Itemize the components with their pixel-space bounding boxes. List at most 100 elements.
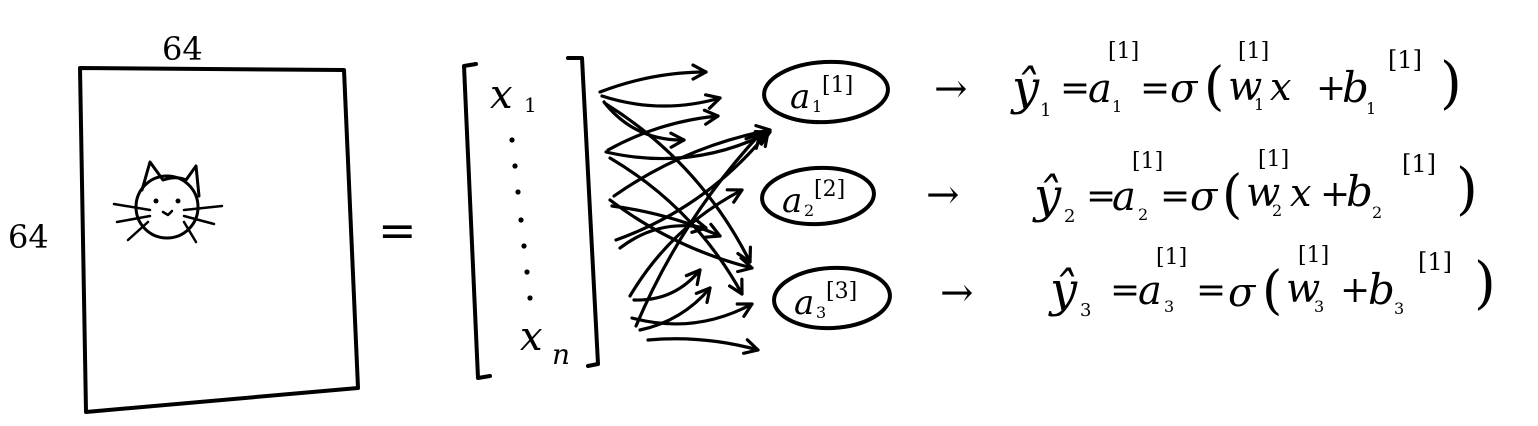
eq3-a: a: [1138, 268, 1162, 314]
eq1-w-sup: [1]: [1238, 39, 1269, 64]
arrowhead: [744, 132, 762, 150]
eq1-b-sub: 1: [1366, 99, 1376, 118]
image-height-label: 64: [8, 218, 49, 256]
arrowhead: [728, 277, 744, 296]
connection-arrow: [628, 188, 744, 298]
eq3-a-sub: 3: [1164, 297, 1174, 316]
connection-arrow: [638, 286, 712, 332]
eq2-a: a: [1112, 174, 1136, 220]
arrowhead: [735, 302, 754, 318]
eq2-y-sub: 2: [1064, 206, 1075, 227]
xn-index: n: [552, 338, 570, 371]
cat-drawing: [112, 160, 224, 244]
connection-arrow: [604, 102, 752, 264]
eq3-b-sup: [1]: [1418, 248, 1452, 276]
eq3-y-sub: 3: [1080, 300, 1091, 321]
eq3-close-paren: ): [1474, 251, 1496, 316]
neuron-1-sub: 1: [812, 97, 822, 116]
eq2-a-sub: 2: [1138, 205, 1148, 224]
eq2-equals-1: =: [1086, 176, 1116, 217]
eq2-w: w: [1246, 170, 1280, 216]
eq3-w: w: [1286, 266, 1320, 312]
neuron-2-sub: 2: [804, 201, 814, 220]
neuron-2: a 2 [2]: [760, 165, 876, 227]
eq1-yhat: ŷ: [1010, 60, 1040, 116]
image-width-label: 64: [162, 30, 203, 68]
connection-arrow: [614, 130, 770, 242]
connection-arrow: [606, 114, 720, 152]
connection-arrow: [612, 128, 772, 198]
input-vector: x 1 x n: [462, 56, 600, 380]
connection-arrow: [600, 94, 722, 108]
eq1-a: a: [1088, 66, 1112, 112]
eq1-sigma: σ: [1170, 66, 1199, 112]
eq1-y-sub: 1: [1040, 100, 1051, 121]
eq2-b-sup: [1]: [1402, 150, 1436, 178]
vector-dots: [509, 137, 533, 301]
arrowhead: [691, 63, 708, 81]
eq1-equals-1: =: [1060, 68, 1090, 109]
eq1-close-paren: ): [1440, 51, 1462, 116]
arrowhead: [690, 216, 708, 234]
neuron-1: a 1 [1]: [762, 59, 890, 125]
x1-index: 1: [524, 93, 537, 117]
eq1-equals-2: =: [1140, 68, 1170, 109]
neuron-1-symbol: a: [790, 77, 810, 117]
connection-arrow: [598, 70, 708, 94]
neuron-2-oval: [760, 165, 876, 227]
eq2-plus: +: [1320, 174, 1350, 215]
neuron-2-symbol: a: [782, 181, 802, 221]
eq1-w: w: [1228, 64, 1262, 110]
equation-2: ŷ 2 = a 2 [1] = σ ( w 2 [1] x + b 2 [1] …: [1032, 147, 1478, 227]
output-arrow-3: →: [940, 270, 974, 316]
arrowhead: [694, 286, 712, 305]
connection-arrow: [604, 130, 772, 161]
connection-arrow: [610, 204, 722, 238]
arrowhead: [736, 256, 754, 274]
eq2-sigma: σ: [1190, 174, 1219, 220]
x1-symbol: x: [490, 72, 513, 118]
x1-element: x 1: [490, 72, 537, 118]
eq2-a-sup: [1]: [1132, 149, 1163, 174]
image-frame: [78, 66, 360, 414]
neuron-3-sub: 3: [816, 303, 826, 322]
cat-left-eye: [153, 198, 159, 204]
neuron-3-sup: [3]: [826, 279, 857, 304]
image-panel: 64 64: [8, 30, 360, 414]
cat-right-eye: [175, 198, 181, 204]
eq3-equals-2: =: [1196, 270, 1226, 311]
connection-arrow: [632, 268, 702, 302]
eq3-b: b: [1368, 265, 1395, 314]
equals-sign: =: [378, 203, 417, 257]
eq1-b: b: [1342, 63, 1369, 112]
eq2-b: b: [1346, 167, 1373, 216]
eq1-open-paren: (: [1204, 57, 1224, 117]
eq2-w-sub: 2: [1272, 201, 1282, 220]
eq3-w-sup: [1]: [1298, 243, 1329, 268]
eq3-w-sub: 3: [1314, 297, 1324, 316]
eq2-x: x: [1290, 171, 1311, 215]
eq2-close-paren: ): [1456, 157, 1478, 222]
arrowhead: [754, 123, 772, 141]
eq3-plus: +: [1340, 270, 1370, 311]
eq1-x: x: [1270, 65, 1291, 109]
eq3-open-paren: (: [1262, 261, 1282, 321]
right-bracket: [566, 56, 600, 368]
connection-arrow: [646, 337, 760, 352]
eq1-b-sup: [1]: [1388, 46, 1422, 74]
left-bracket: [462, 62, 492, 380]
eq3-a-sup: [1]: [1156, 245, 1187, 270]
xn-element: x n: [520, 314, 570, 371]
arrowhead: [703, 93, 722, 110]
cat-nose: [161, 209, 174, 217]
eq2-w-sup: [1]: [1258, 147, 1289, 172]
connection-arrow: [618, 224, 708, 250]
eq2-open-paren: (: [1222, 165, 1242, 225]
eq3-yhat: ŷ: [1048, 262, 1078, 318]
neuron-1-oval: [762, 59, 890, 125]
connection-arrow: [630, 302, 754, 326]
output-arrow-2: →: [926, 172, 960, 218]
neuron-3: a 3 [3]: [772, 265, 892, 331]
eq1-a-sub: 1: [1112, 97, 1122, 116]
eq2-b-sub: 2: [1372, 203, 1382, 222]
